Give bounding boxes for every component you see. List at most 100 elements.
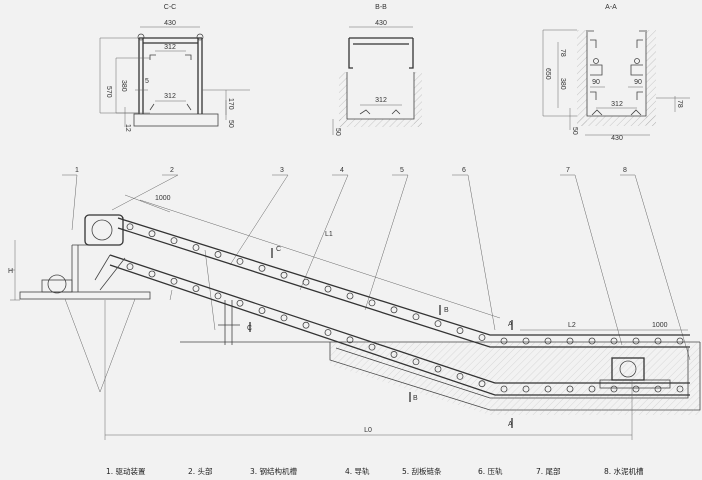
dim-50: 50 <box>334 128 341 136</box>
chain-roller <box>434 365 442 373</box>
chain-roller <box>324 329 332 336</box>
chain-roller <box>522 337 530 345</box>
dim-L2: L2 <box>568 322 576 329</box>
section-mark-c: C <box>276 246 281 253</box>
section-bb: B-B 430 312 50 <box>332 4 422 136</box>
main-elevation: 1 2 3 4 5 6 7 8 H <box>8 167 701 440</box>
chain-roller <box>258 264 266 272</box>
chain-roller <box>654 337 662 345</box>
chain-roller <box>170 237 178 245</box>
dim-380: 380 <box>120 80 127 92</box>
legend-item: 7. 尾部 <box>536 466 561 476</box>
chain-roller <box>324 285 332 293</box>
legend-item: 3. 钢结构机槽 <box>250 466 298 476</box>
chain-roller <box>368 299 376 307</box>
chain-roller <box>346 292 354 300</box>
chain-roller <box>610 337 618 345</box>
section-bb-title: B-B <box>375 4 387 11</box>
dim-430: 430 <box>375 20 387 27</box>
legend-item: 1. 驱动装置 <box>106 466 146 476</box>
dim-78: 78 <box>676 100 683 108</box>
chain-roller <box>126 223 134 231</box>
legend-item: 4. 导轨 <box>345 466 370 476</box>
dim-5: 5 <box>145 78 149 85</box>
chain-roller <box>302 321 310 329</box>
chain-roller <box>632 385 640 393</box>
chain-roller <box>456 372 464 380</box>
chain-roller <box>192 285 200 292</box>
section-cc-title: C-C <box>164 4 176 11</box>
chain-roller <box>148 230 156 238</box>
chain-roller <box>346 336 354 344</box>
dim-430: 430 <box>611 135 623 142</box>
chain-roller <box>588 337 596 345</box>
dim-170: 170 <box>227 98 234 110</box>
chain-roller <box>214 292 222 300</box>
chain-roller <box>522 385 530 393</box>
callout-8: 8 <box>623 167 627 174</box>
chain-roller <box>412 358 420 366</box>
dim-312: 312 <box>164 93 176 100</box>
dim-90: 90 <box>634 79 642 86</box>
chain-roller <box>214 251 222 258</box>
chain-roller <box>258 307 266 314</box>
chain-roller <box>390 351 398 358</box>
dim-570: 570 <box>105 86 112 98</box>
chain-roller <box>126 263 134 271</box>
chain-roller <box>280 314 288 322</box>
dim-L0: L0 <box>364 427 372 434</box>
dim-12: 12 <box>124 124 131 132</box>
callout-2: 2 <box>170 167 174 174</box>
chain-roller <box>566 385 574 393</box>
section-mark-b: B <box>413 395 418 402</box>
chain-roller <box>368 343 376 351</box>
dim-H: H <box>8 268 13 275</box>
section-aa-title: A-A <box>605 4 617 11</box>
dim-650: 650 <box>544 68 551 80</box>
chain-roller <box>500 337 508 345</box>
section-aa: A-A 312 90 90 430 650 78 380 50 78 <box>542 4 690 142</box>
dim-50: 50 <box>227 120 234 128</box>
chain-roller <box>588 385 596 393</box>
chain-roller <box>544 337 552 345</box>
section-cc: C-C 430 312 312 5 570 380 12 50 170 <box>99 4 250 132</box>
legend: 1. 驱动装置 2. 头部 3. 钢结构机槽 4. 导轨 5. 刮板链条 6. … <box>106 466 644 476</box>
chain-roller <box>302 278 310 286</box>
chain-roller <box>676 385 684 393</box>
section-mark-a: A <box>508 321 513 328</box>
dim-312: 312 <box>611 101 623 108</box>
chain-roller <box>654 385 662 393</box>
chain-roller <box>148 270 156 278</box>
chain-roller <box>192 244 200 251</box>
chain-roller <box>478 380 486 388</box>
chain-roller <box>610 385 618 393</box>
section-mark-b: B <box>444 307 449 314</box>
chain-roller <box>412 313 420 321</box>
drive-unit: H <box>8 214 151 393</box>
dim-312: 312 <box>375 97 387 104</box>
main-dims: 1000 L1 L2 1000 L0 A A B B C C <box>104 194 688 440</box>
dim-90: 90 <box>592 79 600 86</box>
callout-5: 5 <box>400 167 404 174</box>
callout-7: 7 <box>566 167 570 174</box>
chain-roller <box>236 299 244 307</box>
callout-6: 6 <box>462 167 466 174</box>
dim-1000-tail: 1000 <box>652 322 668 329</box>
chain-roller <box>456 327 464 334</box>
ground-and-trough <box>180 341 701 415</box>
legend-item: 5. 刮板链条 <box>402 466 442 476</box>
chain-roller <box>390 306 398 314</box>
chain-roller <box>280 271 288 279</box>
chain-roller <box>566 337 574 345</box>
chain-roller <box>236 257 244 265</box>
chain-roller <box>544 385 552 393</box>
chain-roller <box>478 334 486 341</box>
chain-roller <box>170 277 178 285</box>
legend-item: 6. 压轨 <box>478 466 503 476</box>
chain-roller <box>632 337 640 345</box>
support-leg <box>218 300 240 345</box>
callout-4: 4 <box>340 167 344 174</box>
legend-item: 2. 头部 <box>188 466 213 476</box>
dim-L1: L1 <box>325 231 333 238</box>
